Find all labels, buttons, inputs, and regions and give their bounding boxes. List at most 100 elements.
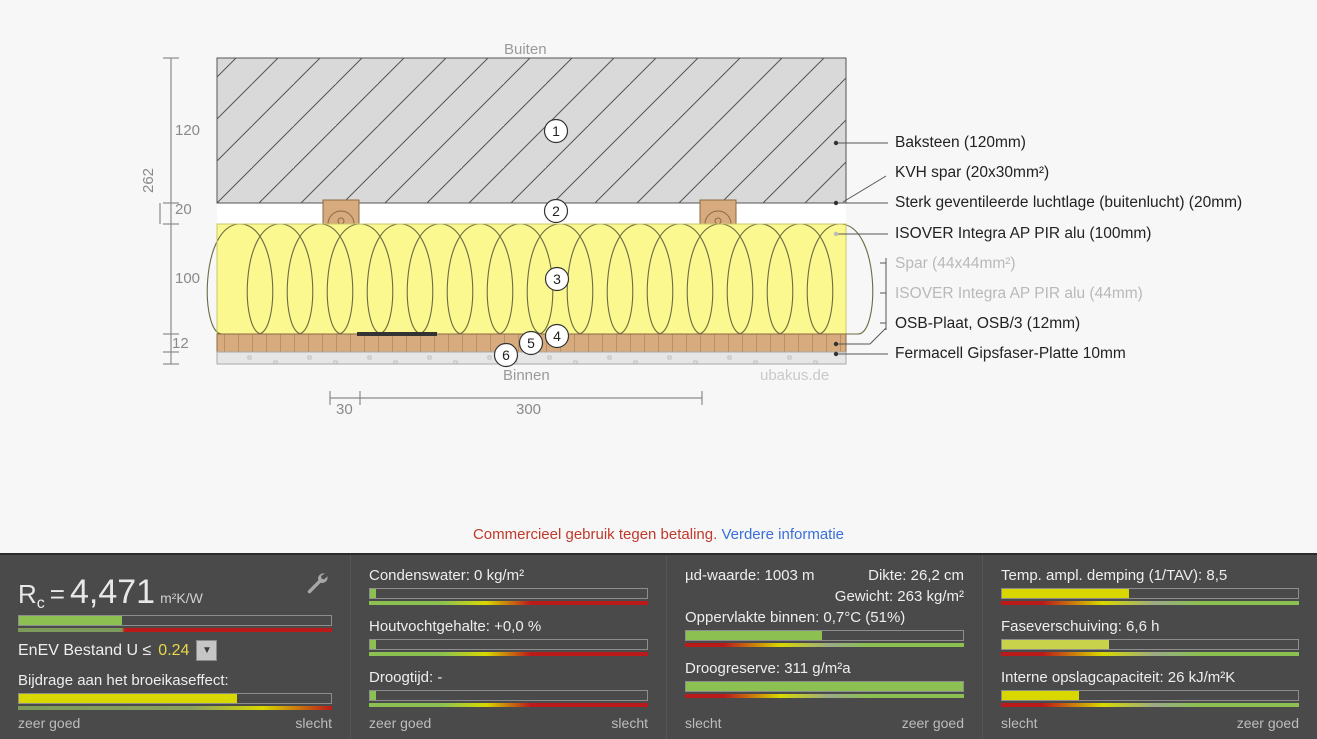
col4-m2-bar-scale <box>1001 703 1299 707</box>
col2-m2-label: Droogtijd: - <box>369 669 443 686</box>
col2-m1-metric: Houtvochtgehalte: +0,0 % <box>369 618 648 669</box>
chevron-down-icon[interactable]: ▼ <box>196 640 218 661</box>
dim-stud-width: 30 <box>336 401 353 418</box>
rc-subscript: c <box>36 595 45 612</box>
col2-m1-bar-track <box>369 639 648 650</box>
col1-scale-legend: zeer goed slecht <box>18 715 332 731</box>
dim-airgap: 20 <box>175 201 192 218</box>
svg-text:4: 4 <box>553 328 561 344</box>
col4-m2-metric: Interne opslagcapaciteit: 26 kJ/m²K <box>1001 669 1299 720</box>
svg-text:3: 3 <box>553 271 561 287</box>
dim-insulation: 100 <box>175 270 201 287</box>
enev-selector[interactable]: EnEV Bestand U ≤ 0.24 ▼ <box>18 640 332 661</box>
svg-text:2: 2 <box>552 203 560 219</box>
col4-m2-label: Interne opslagcapaciteit: 26 kJ/m²K <box>1001 669 1236 686</box>
col2-scale-left: zeer goed <box>369 715 432 731</box>
outside-label: Buiten <box>504 41 547 58</box>
col4-m1-label: Faseverschuiving: 6,6 h <box>1001 618 1160 635</box>
col2-m0-metric: Condenswater: 0 kg/m² <box>369 567 648 618</box>
col3-m0-bar-fill <box>686 631 822 640</box>
col3-m1-bar-scale <box>685 694 964 698</box>
col3-m1-bar <box>685 681 964 698</box>
col2-m0-label: Condenswater: 0 kg/m² <box>369 567 525 584</box>
rc-unit: m²K/W <box>160 590 203 606</box>
col4-scale-right: zeer goed <box>1236 715 1299 731</box>
col2-m1-bar <box>369 639 648 656</box>
wrench-icon[interactable] <box>304 571 330 597</box>
col4-m1-bar <box>1001 639 1299 656</box>
vertical-dimension-line <box>163 57 179 365</box>
col4-scale-legend: slecht zeer goed <box>1001 715 1299 731</box>
col2-m2-bar-scale <box>369 703 648 707</box>
mu-value: µd-waarde: 1003 m <box>685 567 815 584</box>
total-thickness-dim: 262 <box>140 167 157 193</box>
wall-section-diagram: 1 2 3 4 5 6 Buiten Binnen ubakus.de 262 … <box>0 41 1317 543</box>
col3-m0-metric: Oppervlakte binnen: 0,7°C (51%) <box>685 609 964 660</box>
col2-m0-bar-fill <box>370 589 376 598</box>
callout-osb: OSB-Plaat, OSB/3 (12mm) <box>895 315 1081 332</box>
col2-scale-right: slecht <box>611 715 648 731</box>
enev-label: EnEV Bestand U ≤ <box>18 641 152 659</box>
col2-m2-metric: Droogtijd: - <box>369 669 648 720</box>
callout-baksteen: Baksteen (120mm) <box>895 134 1026 151</box>
more-info-link[interactable]: Verdere informatie <box>721 526 845 543</box>
commercial-notice: Commercieel gebruik tegen betaling. Verd… <box>0 526 1317 543</box>
col2-m1-label: Houtvochtgehalte: +0,0 % <box>369 618 542 635</box>
results-column-properties: µd-waarde: 1003 m Dikte: 26,2 cm Gewicht… <box>666 555 982 739</box>
col3-m1-bar-track <box>685 681 964 692</box>
dim-bay-width: 300 <box>516 401 542 418</box>
greenhouse-label: Bijdrage aan het broeikaseffect: <box>18 672 229 689</box>
dim-osb: 12 <box>172 335 189 352</box>
col4-m2-bar-track <box>1001 690 1299 701</box>
weight-value: Gewicht: 263 kg/m² <box>834 588 964 605</box>
horizontal-dimension-line <box>329 391 703 405</box>
rc-bar-scale <box>18 628 332 632</box>
col3-m0-label: Oppervlakte binnen: 0,7°C (51%) <box>685 609 906 626</box>
results-column-rc: Rc = 4,471 m²K/W EnEV Bestand U ≤ 0.24 ▼… <box>0 555 350 739</box>
col3-scale-left: slecht <box>685 715 722 731</box>
rc-equals: = <box>49 579 65 609</box>
col2-m1-bar-fill <box>370 640 376 649</box>
col4-m2-bar-fill <box>1002 691 1079 700</box>
layer-kvh-battens <box>322 199 737 225</box>
col4-m0-label: Temp. ampl. demping (1/TAV): 8,5 <box>1001 567 1228 584</box>
col4-m0-bar-fill <box>1002 589 1130 598</box>
thickness-value: Dikte: 26,2 cm <box>868 567 964 584</box>
callout-luchtlage: Sterk geventileerde luchtlage (buitenluc… <box>895 194 1243 211</box>
svg-text:5: 5 <box>527 335 535 351</box>
col4-m0-metric: Temp. ampl. demping (1/TAV): 8,5 <box>1001 567 1299 618</box>
layer-insulation <box>206 223 874 335</box>
col3-m0-bar-track <box>685 630 964 641</box>
col2-m0-bar-scale <box>369 601 648 605</box>
inside-label: Binnen <box>503 367 550 384</box>
rc-symbol: R <box>18 579 37 609</box>
col3-scale-legend: slecht zeer goed <box>685 715 964 731</box>
greenhouse-bar-track <box>18 693 332 704</box>
col4-m1-bar-scale <box>1001 652 1299 656</box>
rc-bar-track <box>18 615 332 626</box>
col2-scale-legend: zeer goed slecht <box>369 715 648 731</box>
col2-m1-bar-scale <box>369 652 648 656</box>
col2-m2-bar-fill <box>370 691 376 700</box>
col3-m0-bar <box>685 630 964 647</box>
col4-m0-bar-track <box>1001 588 1299 599</box>
callout-isover-100: ISOVER Integra AP PIR alu (100mm) <box>895 225 1152 242</box>
col4-m1-bar-track <box>1001 639 1299 650</box>
callout-kvh-spar: KVH spar (20x30mm²) <box>895 164 1050 181</box>
callout-isover-44: ISOVER Integra AP PIR alu (44mm) <box>895 285 1143 302</box>
dim-brick: 120 <box>175 122 201 139</box>
col4-m0-bar-scale <box>1001 601 1299 605</box>
col3-m1-metric: Droogreserve: 311 g/m²a <box>685 660 964 711</box>
col2-m0-bar-track <box>369 588 648 599</box>
layer-brick <box>216 57 847 204</box>
col3-scale-right: zeer goed <box>901 715 964 731</box>
results-panel: Rc = 4,471 m²K/W EnEV Bestand U ≤ 0.24 ▼… <box>0 553 1317 739</box>
col3-m1-label: Droogreserve: 311 g/m²a <box>685 660 851 677</box>
commercial-text: Commercieel gebruik tegen betaling. <box>472 526 718 543</box>
col4-m0-bar <box>1001 588 1299 605</box>
layer-air-gap <box>217 203 846 224</box>
svg-text:6: 6 <box>502 347 510 363</box>
col3-m1-bar-fill <box>686 682 963 691</box>
greenhouse-bar <box>18 693 332 710</box>
callout-fermacell: Fermacell Gipsfaser-Platte 10mm <box>895 345 1126 362</box>
